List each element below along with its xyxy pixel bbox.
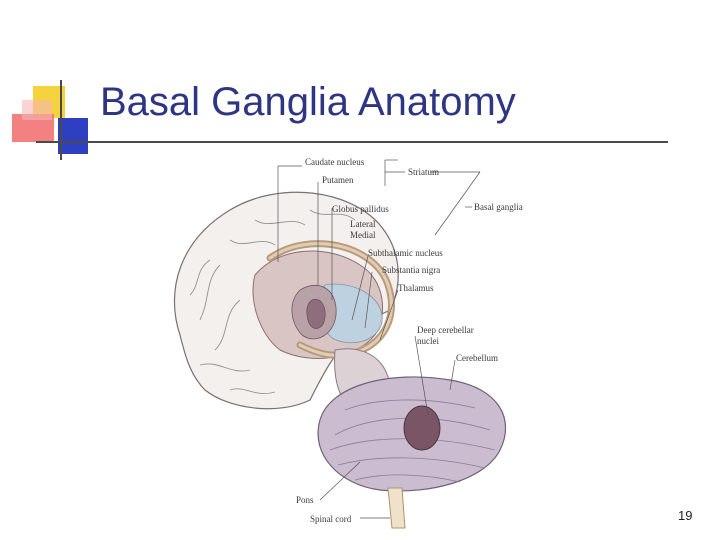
label-globus-pallidus: Globus pallidus (332, 204, 389, 214)
label-subthalamic-nucleus: Subthalamic nucleus (368, 248, 443, 258)
label-deep-cerebellar-line1: Deep cerebellar (417, 325, 474, 335)
label-basal-ganglia: Basal ganglia (474, 202, 523, 212)
label-putamen: Putamen (322, 175, 354, 185)
label-caudate-nucleus: Caudate nucleus (305, 157, 365, 167)
brain-anatomy-illustration: Caudate nucleus Putamen Striatum Globus … (173, 157, 523, 529)
label-lateral: Lateral (350, 219, 376, 229)
label-striatum: Striatum (408, 167, 439, 177)
label-substantia-nigra: Substantia nigra (382, 265, 440, 275)
deep-cerebellar-nuclei-shape (403, 405, 441, 451)
caudate-arc-highlight (268, 242, 393, 357)
label-thalamus: Thalamus (398, 283, 434, 293)
spinal-cord-shape (387, 487, 406, 529)
globus-pallidus-region (306, 299, 326, 329)
cerebellar-folia (329, 399, 496, 483)
page-number: 19 (678, 508, 693, 523)
label-spinal-cord: Spinal cord (310, 514, 352, 524)
label-medial: Medial (350, 230, 376, 240)
blue-square (58, 118, 88, 154)
pink-square-fade (22, 100, 52, 120)
gyri (189, 209, 356, 394)
slide-title: Basal Ganglia Anatomy (100, 80, 516, 124)
leader-lines (277, 159, 481, 519)
label-cerebellum: Cerebellum (456, 353, 498, 363)
label-deep-cerebellar-line2: nuclei (417, 336, 439, 346)
label-pons: Pons (296, 495, 314, 505)
